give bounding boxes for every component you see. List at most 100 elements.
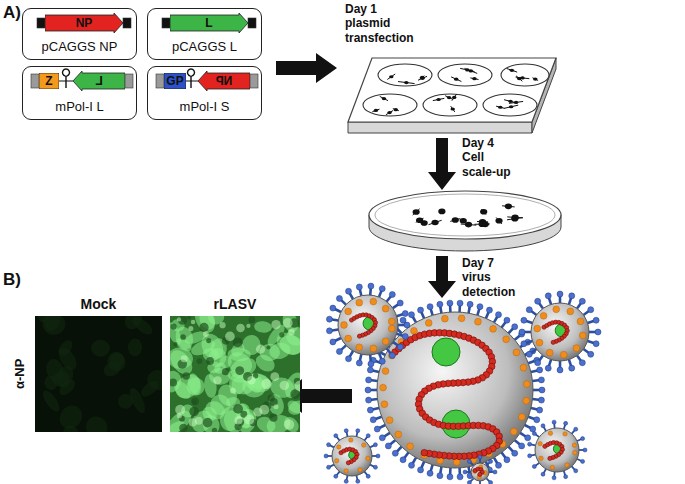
gp-spike — [512, 324, 518, 330]
gp-spike — [552, 476, 556, 480]
cell-signal — [116, 391, 136, 411]
promoter-block — [31, 74, 39, 88]
z-protein — [411, 327, 418, 334]
gp-spike — [402, 311, 408, 317]
promoter-block — [125, 74, 133, 88]
cell-signal — [177, 317, 181, 321]
gp-spike — [356, 479, 360, 483]
gp-spike — [344, 429, 348, 433]
gp-spike — [537, 367, 543, 373]
gp-spike — [409, 462, 415, 468]
gp-spike — [579, 360, 585, 366]
gp-spike — [541, 424, 545, 428]
gene-name: NP — [45, 13, 123, 33]
gp-spike — [367, 367, 373, 373]
gp-spike — [346, 356, 352, 362]
z-protein — [503, 336, 510, 343]
step-label: Day 1 plasmid transfection — [345, 2, 420, 45]
plate-side — [348, 122, 532, 133]
cell-signal — [127, 338, 142, 357]
gp-spike — [437, 473, 443, 479]
gp-spike — [521, 341, 527, 347]
cell-signal — [261, 379, 271, 389]
virion-envelope — [377, 312, 533, 468]
cell-process — [372, 109, 379, 112]
gp-spike — [537, 407, 543, 413]
gp-spike — [374, 426, 380, 432]
cell-signal — [254, 320, 273, 333]
cell-body — [533, 78, 537, 81]
z-protein — [577, 318, 584, 325]
virion-envelope — [332, 436, 372, 476]
z-protein — [550, 465, 554, 469]
z-protein — [382, 305, 389, 312]
cell-nucleus — [179, 424, 187, 432]
z-protein — [441, 315, 448, 322]
cell-signal — [91, 339, 110, 357]
hairpin-symbol — [63, 69, 70, 88]
cell-nucleus — [203, 418, 213, 428]
np-rnp — [346, 461, 350, 465]
z-protein — [560, 351, 567, 358]
cell-process — [451, 77, 461, 82]
cell-process — [423, 221, 424, 226]
cell-signal — [37, 316, 51, 324]
virion-envelope — [531, 303, 589, 361]
promoter-block — [123, 18, 131, 28]
gp-spike — [539, 387, 545, 393]
cell-nucleus — [191, 397, 199, 405]
l-polymerase — [432, 338, 460, 366]
gp-spike — [366, 434, 370, 438]
dish-top — [369, 191, 561, 239]
z-protein — [539, 456, 543, 460]
cell-signal — [122, 316, 146, 332]
cell-signal — [189, 418, 197, 426]
promoter-block — [250, 74, 258, 88]
z-protein — [358, 468, 362, 472]
cell-signal — [63, 425, 79, 432]
z-protein — [540, 312, 547, 319]
gp-spike — [574, 469, 578, 473]
cell-signal — [188, 326, 193, 331]
cell-body — [438, 209, 445, 215]
cell-nucleus — [206, 338, 211, 343]
z-protein — [518, 413, 525, 420]
gp-spike — [397, 344, 403, 350]
z-protein — [513, 349, 520, 356]
cell-signal — [280, 381, 290, 391]
z-protein — [573, 450, 577, 454]
z-protein — [579, 332, 586, 339]
cell-body — [416, 217, 423, 223]
z-protein — [395, 431, 402, 438]
z-protein — [458, 315, 465, 322]
gp-spike — [581, 459, 585, 463]
z-protein — [381, 401, 388, 408]
z-protein — [573, 345, 580, 352]
gp-spike — [330, 339, 336, 345]
gp-spike — [504, 317, 510, 323]
z-protein — [475, 318, 482, 325]
cell-signal — [256, 345, 265, 354]
cell-signal — [288, 329, 294, 335]
plate-well — [438, 64, 492, 86]
cell-process — [532, 78, 538, 81]
cell-nucleus — [269, 414, 277, 422]
cell-nucleus — [183, 372, 190, 379]
promoter-block — [156, 74, 164, 88]
np-rnp — [548, 456, 552, 460]
plate-well — [423, 94, 477, 116]
gp-spike — [581, 437, 585, 441]
gp-spike — [457, 474, 463, 480]
gp-spike — [532, 464, 536, 468]
cell-process — [481, 209, 486, 215]
cell-signal — [177, 413, 182, 418]
gene-box: Z — [39, 73, 59, 89]
plasmid-name: pCAGGS NP — [23, 39, 136, 54]
gp-spike — [493, 470, 497, 474]
cell-process — [380, 96, 388, 100]
gene-arrow: L — [73, 71, 125, 91]
cell-process — [463, 218, 464, 223]
z-protein — [538, 441, 542, 445]
cell-process — [445, 96, 453, 100]
gp-spike — [324, 454, 328, 458]
